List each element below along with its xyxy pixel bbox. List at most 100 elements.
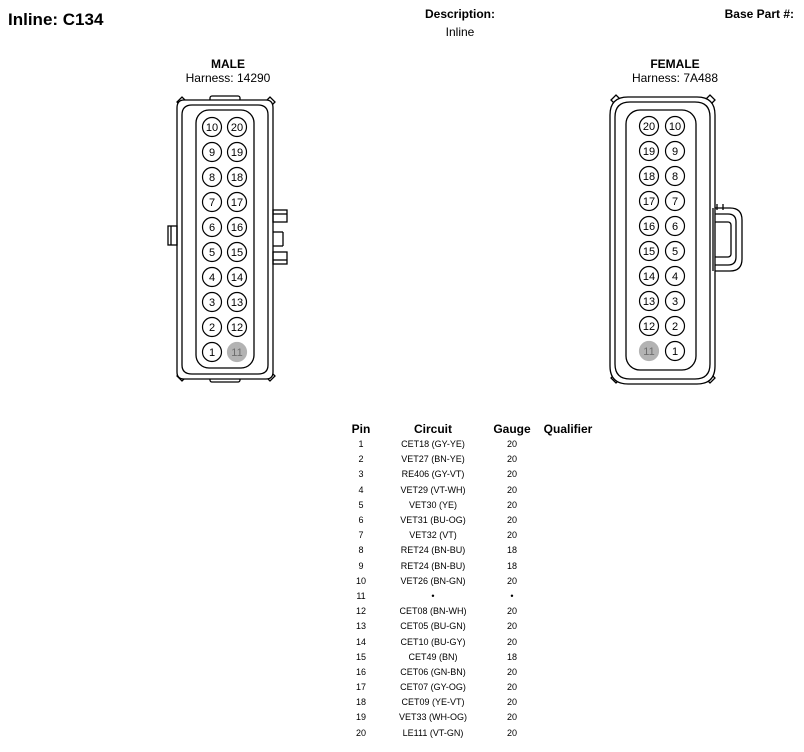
male-pin-19-label: 19 [231, 147, 243, 159]
female-pin-3-circle [664, 290, 686, 312]
row-pin-cell: 2 [358, 454, 364, 465]
table-row: 11•• [345, 589, 601, 604]
row-circuit-cell: RE406 (GY-VT) [401, 469, 465, 480]
male-pin-2-circle [201, 316, 223, 338]
row-gauge-cell: 20 [506, 682, 517, 693]
male-pin-4-label: 4 [209, 272, 215, 284]
row-gauge-cell: 20 [506, 666, 517, 677]
male-pin-11-circle [226, 341, 248, 363]
row-circuit-cell: VET29 (VT-WH) [400, 484, 466, 495]
male-pin-12-label: 12 [231, 322, 243, 334]
female-pin-1-circle [664, 340, 686, 362]
male-pin-18-circle [226, 166, 248, 188]
female-pin-11-circle [638, 340, 660, 362]
qualifier-column-header: Qualifier [543, 422, 593, 436]
row-qualifier-cell [535, 604, 601, 619]
row-gauge-cell: 20 [506, 469, 517, 480]
male-pin-10-label: 10 [206, 122, 218, 134]
row-pin-cell: 20 [355, 727, 366, 738]
row-gauge-cell: 20 [506, 454, 517, 465]
female-pin-15-label: 15 [643, 246, 655, 258]
row-qualifier-cell [535, 665, 601, 680]
row-circuit-cell: RET24 (BN-BU) [400, 560, 466, 571]
row-pin-cell: 18 [355, 697, 366, 708]
row-pin-cell: 8 [358, 545, 364, 556]
row-gauge-cell: 20 [506, 530, 517, 541]
row-gauge-cell: 20 [506, 727, 517, 738]
row-qualifier-cell [535, 498, 601, 513]
male-pin-12-circle [226, 316, 248, 338]
row-gauge-cell: 18 [506, 560, 517, 571]
row-gauge-cell: 20 [506, 636, 517, 647]
female-pin-14-label: 14 [643, 271, 655, 283]
row-qualifier-cell [535, 726, 601, 741]
row-pin-cell: 11 [356, 590, 366, 601]
row-circuit-cell: CET09 (YE-VT) [401, 697, 465, 708]
row-circuit-cell: CET05 (BU-GN) [400, 621, 466, 632]
female-pin-3-label: 3 [672, 296, 678, 308]
male-pin-8-label: 8 [209, 172, 215, 184]
connector-title: Inline: C134 [8, 10, 104, 29]
row-qualifier-cell [535, 543, 601, 558]
row-gauge-cell: 20 [506, 621, 517, 632]
female-pin-13-label: 13 [643, 296, 655, 308]
male-pin-8-circle [201, 166, 223, 188]
female-pin-15-circle [638, 240, 660, 262]
female-pin-11-label: 11 [643, 346, 654, 358]
male-pin-9-circle [201, 141, 223, 163]
row-qualifier-cell [535, 589, 601, 604]
female-pin-17-circle [638, 190, 660, 212]
row-circuit-cell: CET10 (BU-GY) [400, 636, 466, 647]
female-pin-19-label: 19 [643, 146, 655, 158]
male-pin-15-label: 15 [231, 247, 243, 259]
row-circuit-cell: VET33 (WH-OG) [398, 712, 467, 723]
row-pin-cell: 6 [358, 515, 364, 526]
male-pin-3-circle [201, 291, 223, 313]
row-circuit-cell: VET31 (BU-OG) [400, 515, 466, 526]
male-pin-15-circle [226, 241, 248, 263]
male-pin-5-circle [201, 241, 223, 263]
description-value: Inline [445, 25, 475, 39]
male-pin-16-circle [226, 216, 248, 238]
female-pin-10-label: 10 [669, 121, 681, 133]
row-gauge-cell: 20 [506, 606, 517, 617]
female-pin-4-circle [664, 265, 686, 287]
female-pin-2-label: 2 [672, 321, 678, 333]
row-qualifier-cell [535, 437, 601, 452]
row-pin-cell: 10 [355, 575, 366, 586]
male-pin-11-label: 11 [231, 347, 242, 359]
male-title: MALE [211, 57, 245, 71]
row-qualifier-cell [535, 710, 601, 725]
female-pin-18-circle [638, 165, 660, 187]
male-pin-7-label: 7 [209, 197, 215, 209]
male-pin-6-label: 6 [209, 222, 215, 234]
male-pin-20-circle [226, 116, 248, 138]
female-pin-8-label: 8 [672, 171, 678, 183]
female-pin-19-circle [638, 140, 660, 162]
row-qualifier-cell [535, 574, 601, 589]
pinout-header-row: Pin Circuit Gauge Qualifier [345, 421, 601, 437]
row-gauge-cell: 20 [506, 484, 517, 495]
circuit-column-header: Circuit [413, 422, 452, 436]
female-pin-4-label: 4 [672, 271, 678, 283]
row-pin-cell: 1 [358, 439, 364, 450]
male-pin-3-label: 3 [209, 297, 215, 309]
female-pin-1-label: 1 [672, 346, 678, 358]
female-pin-8-circle [664, 165, 686, 187]
row-circuit-cell: VET32 (VT) [409, 530, 457, 541]
female-pin-12-circle [638, 315, 660, 337]
male-pin-1-label: 1 [209, 347, 215, 359]
